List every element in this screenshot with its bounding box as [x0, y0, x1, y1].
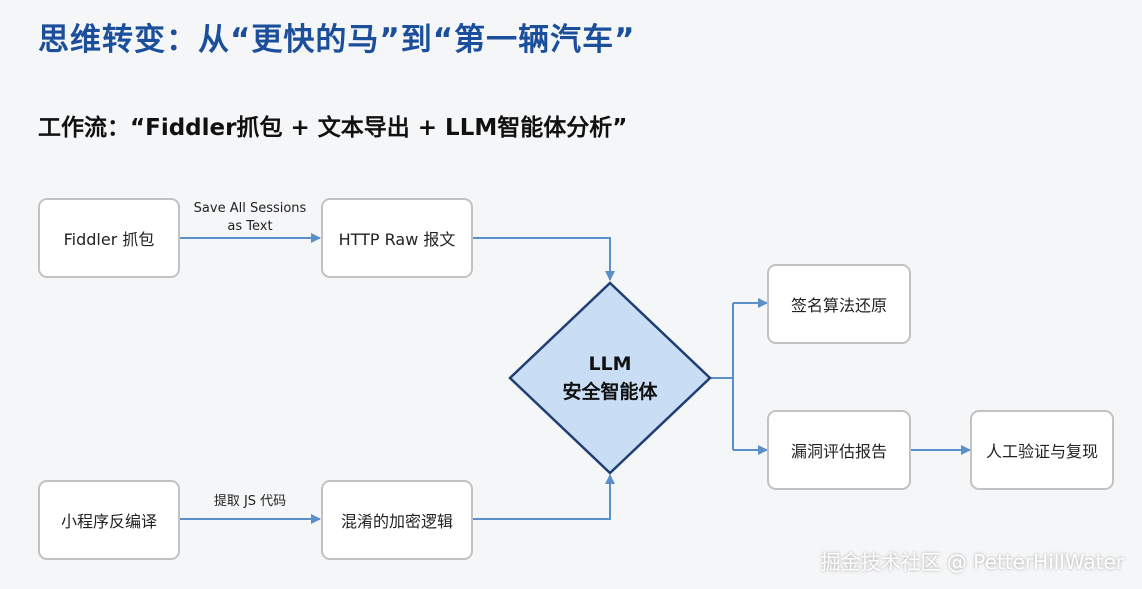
node-manual-verify: 人工验证与复现: [970, 410, 1114, 490]
node-llm-security-agent: LLM 安全智能体: [508, 350, 712, 406]
edge-label-save-sessions: Save All Sessions as Text: [183, 200, 317, 236]
arrow-obfuscated-to-agent: [473, 474, 615, 520]
node-obfuscated-crypto: 混淆的加密逻辑: [321, 480, 473, 560]
edge-label-save-line1: Save All Sessions: [193, 201, 307, 216]
agent-diamond-shape: [508, 281, 712, 475]
node-vuln-report: 漏洞评估报告: [767, 410, 911, 490]
agent-label-line2: 安全智能体: [562, 381, 658, 403]
arrow-http-to-agent: [473, 237, 615, 281]
node-http-raw: HTTP Raw 报文: [321, 198, 473, 278]
agent-label-line1: LLM: [588, 353, 632, 375]
edge-label-save-line2: as Text: [227, 219, 273, 234]
node-miniprogram-decompile: 小程序反编译: [38, 480, 180, 560]
edge-label-extract-js: 提取 JS 代码: [213, 494, 287, 509]
node-signature-recovery: 签名算法还原: [767, 264, 911, 344]
workflow-subtitle: 工作流：“Fiddler抓包 + 文本导出 + LLM智能体分析”: [38, 115, 628, 141]
page-title: 思维转变：从“更快的马”到“第一辆汽车”: [38, 22, 636, 58]
node-fiddler-capture: Fiddler 抓包: [38, 198, 180, 278]
watermark: 掘金技术社区 @ PetterHillWater: [820, 550, 1124, 574]
